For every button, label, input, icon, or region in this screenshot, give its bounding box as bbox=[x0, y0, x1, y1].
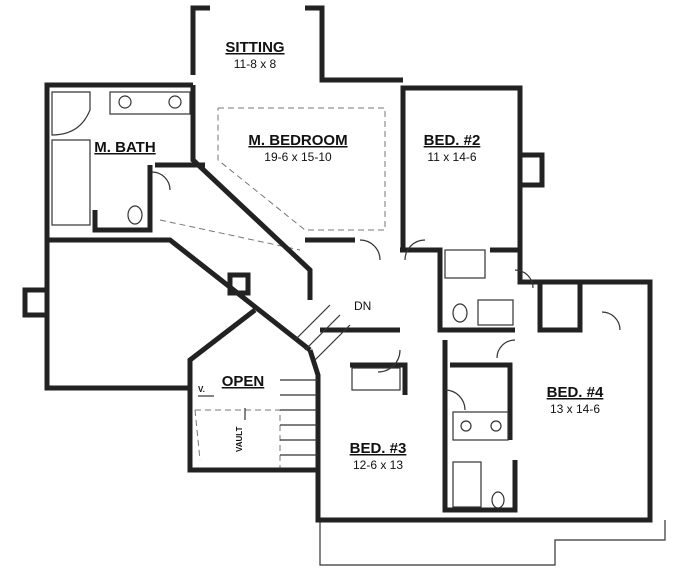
toilet-icon bbox=[491, 491, 505, 509]
walls bbox=[22, 5, 653, 523]
stairs-down-label: DN bbox=[354, 299, 371, 313]
v-mark: V. bbox=[198, 385, 205, 394]
sink-icon bbox=[490, 420, 502, 432]
room-label-open: OPEN bbox=[222, 373, 265, 390]
room-label-bed2: BED. #2 bbox=[424, 132, 481, 149]
room-size-sitting: 11-8 x 8 bbox=[234, 57, 277, 71]
room-label-sitting: SITTING bbox=[225, 39, 284, 56]
vanity bbox=[477, 299, 514, 326]
staircase bbox=[280, 304, 351, 456]
vault-label: VAULT bbox=[235, 426, 244, 452]
doors bbox=[151, 171, 621, 411]
sink-icon bbox=[460, 420, 472, 432]
bathtub-icon bbox=[452, 461, 482, 508]
vanity bbox=[452, 411, 509, 441]
toilet-icon bbox=[452, 303, 468, 323]
room-size-master-bedroom: 19-6 x 15-10 bbox=[264, 150, 332, 164]
room-size-bed4: 13 x 14-6 bbox=[550, 402, 600, 416]
room-label-master-bath: M. BATH bbox=[94, 139, 155, 156]
room-label-master-bedroom: M. BEDROOM bbox=[248, 132, 347, 149]
sink-icon bbox=[118, 95, 132, 109]
vanity bbox=[109, 91, 191, 115]
toilet-icon bbox=[127, 205, 143, 225]
fixtures bbox=[51, 91, 514, 509]
room-size-bed3: 12-6 x 13 bbox=[353, 458, 403, 472]
room-label-bed4: BED. #4 bbox=[547, 384, 604, 401]
room-size-bed2: 11 x 14-6 bbox=[427, 150, 476, 164]
laundry bbox=[351, 367, 401, 391]
bathtub-icon bbox=[51, 91, 91, 136]
room-label-bed3: BED. #3 bbox=[350, 440, 407, 457]
shower-icon bbox=[444, 249, 486, 279]
sink-icon bbox=[168, 95, 182, 109]
shower-icon bbox=[51, 139, 91, 226]
ceiling-lines bbox=[159, 107, 666, 566]
